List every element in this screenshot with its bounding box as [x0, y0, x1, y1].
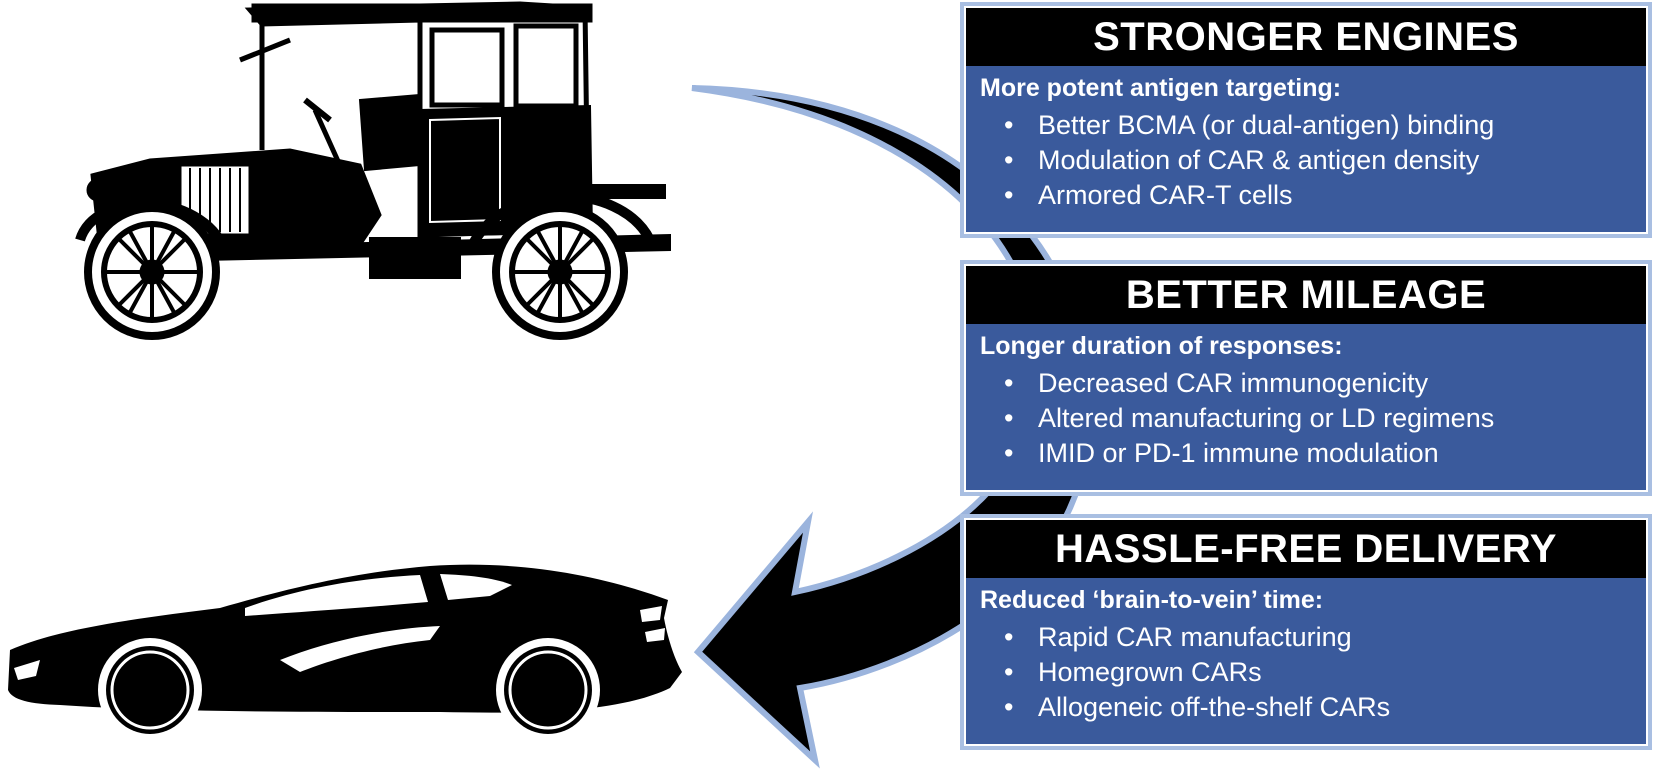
list-item: • Allogeneic off-the-shelf CARs	[966, 690, 1390, 725]
list-item: • Decreased CAR immunogenicity	[966, 366, 1494, 401]
bullet-text: Homegrown CARs	[1038, 657, 1262, 687]
bullet-text: Altered manufacturing or LD regimens	[1038, 403, 1495, 433]
bullet-text: Decreased CAR immunogenicity	[1038, 368, 1429, 398]
bullet-icon: •	[1004, 622, 1014, 652]
bullet-text: Armored CAR-T cells	[1038, 180, 1293, 210]
panel-body: STRONGER ENGINES More potent antigen tar…	[964, 6, 1648, 234]
bullet-text: IMID or PD-1 immune modulation	[1038, 438, 1439, 468]
vintage-car-icon	[75, 1, 671, 340]
bullet-icon: •	[1004, 180, 1014, 210]
bullet-icon: •	[1004, 657, 1014, 687]
panel-title: BETTER MILEAGE	[966, 266, 1646, 324]
list-item: • Better BCMA (or dual-antigen) binding	[966, 108, 1494, 143]
list-item: • Rapid CAR manufacturing	[966, 620, 1390, 655]
bullet-icon: •	[1004, 403, 1014, 433]
bullet-text: Modulation of CAR & antigen density	[1038, 145, 1480, 175]
panel-hassle-free-delivery: HASSLE-FREE DELIVERY Reduced ‘brain-to-v…	[960, 514, 1652, 750]
panel-subtitle: Longer duration of responses:	[980, 332, 1343, 360]
panel-title: STRONGER ENGINES	[966, 8, 1646, 66]
bullet-text: Better BCMA (or dual-antigen) binding	[1038, 110, 1495, 140]
sports-car-icon	[8, 564, 682, 742]
bullet-icon: •	[1004, 692, 1014, 722]
bullet-icon: •	[1004, 438, 1014, 468]
bullet-icon: •	[1004, 368, 1014, 398]
bullet-list: • Rapid CAR manufacturing • Homegrown CARs…	[966, 620, 1390, 725]
list-item: • Homegrown CARs	[966, 655, 1390, 690]
bullet-icon: •	[1004, 145, 1014, 175]
panel-stronger-engines: STRONGER ENGINES More potent antigen tar…	[960, 2, 1652, 238]
panel-body: BETTER MILEAGE Longer duration of respon…	[964, 264, 1648, 492]
list-item: • IMID or PD-1 immune modulation	[966, 436, 1494, 471]
bullet-list: • Decreased CAR immunogenicity • Altered m…	[966, 366, 1494, 471]
list-item: • Altered manufacturing or LD regimens	[966, 401, 1494, 436]
panel-better-mileage: BETTER MILEAGE Longer duration of respon…	[960, 260, 1652, 496]
panel-subtitle: Reduced ‘brain-to-vein’ time:	[980, 586, 1324, 614]
panel-subtitle: More potent antigen targeting:	[980, 74, 1342, 102]
panel-body: HASSLE-FREE DELIVERY Reduced ‘brain-to-v…	[964, 518, 1648, 746]
bullet-icon: •	[1004, 110, 1014, 140]
bullet-text: Rapid CAR manufacturing	[1038, 622, 1352, 652]
list-item: • Armored CAR-T cells	[966, 178, 1494, 213]
panel-title: HASSLE-FREE DELIVERY	[966, 520, 1646, 578]
bullet-text: Allogeneic off-the-shelf CARs	[1038, 692, 1391, 722]
list-item: • Modulation of CAR & antigen density	[966, 143, 1494, 178]
bullet-list: • Better BCMA (or dual-antigen) binding •…	[966, 108, 1494, 213]
